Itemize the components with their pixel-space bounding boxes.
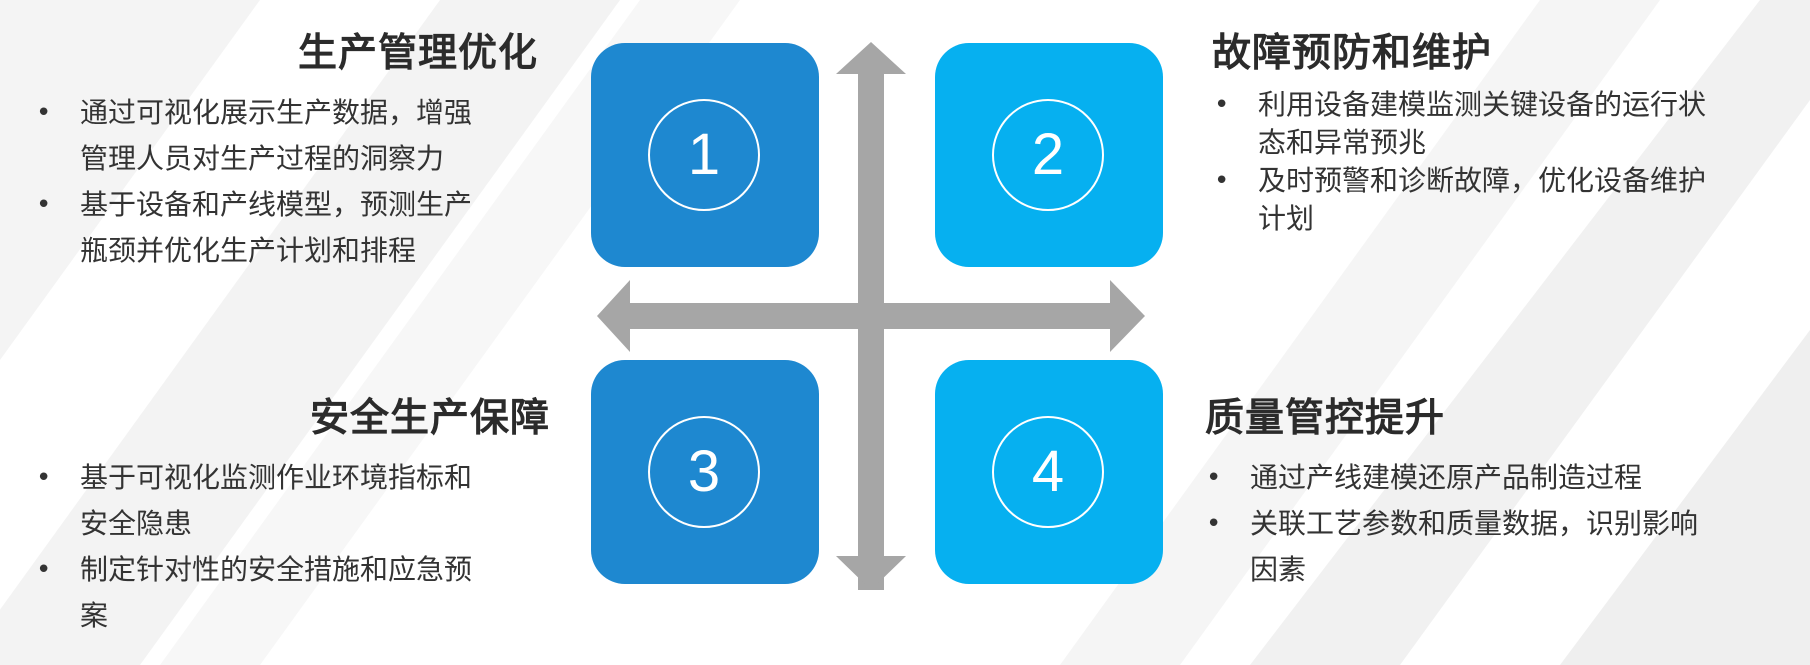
bullet-item: 及时预警和诊断故障，优化设备维护 计划 bbox=[1214, 162, 1794, 238]
bullet-item: 基于可视化监测作业环境指标和 安全隐患 bbox=[36, 455, 556, 547]
quadrant-4-bullets: 通过产线建模还原产品制造过程 关联工艺参数和质量数据，识别影响 因素 bbox=[1206, 455, 1786, 593]
tile-number: 1 bbox=[687, 122, 721, 187]
bullet-line: 案 bbox=[80, 599, 109, 632]
bullet-line: 通过可视化展示生产数据，增强 bbox=[80, 96, 473, 129]
bullet-line: 瓶颈并优化生产计划和排程 bbox=[80, 234, 417, 267]
number-ring: 4 bbox=[992, 416, 1104, 528]
bullet-item: 通过产线建模还原产品制造过程 bbox=[1206, 455, 1786, 501]
tile-3: 3 bbox=[591, 360, 819, 584]
bullet-line: 计划 bbox=[1258, 202, 1315, 235]
quadrant-3-title: 安全生产保障 bbox=[310, 396, 551, 441]
bullet-item: 关联工艺参数和质量数据，识别影响 因素 bbox=[1206, 501, 1786, 593]
vertical-arrow-shaft bbox=[858, 72, 884, 590]
bullet-line: 因素 bbox=[1250, 553, 1307, 586]
tile-2: 2 bbox=[935, 43, 1163, 267]
quadrant-4-title: 质量管控提升 bbox=[1205, 396, 1446, 441]
number-ring: 1 bbox=[648, 99, 760, 211]
quadrant-1-bullets: 通过可视化展示生产数据，增强 管理人员对生产过程的洞察力 基于设备和产线模型，预… bbox=[36, 90, 556, 274]
bullet-line: 管理人员对生产过程的洞察力 bbox=[80, 142, 445, 175]
tile-1: 1 bbox=[591, 43, 819, 267]
bullet-line: 态和异常预兆 bbox=[1258, 126, 1427, 159]
down-arrowhead bbox=[836, 556, 906, 590]
bullet-item: 基于设备和产线模型，预测生产 瓶颈并优化生产计划和排程 bbox=[36, 182, 556, 274]
quadrant-1-title: 生产管理优化 bbox=[298, 31, 539, 76]
bullet-line: 基于可视化监测作业环境指标和 bbox=[80, 461, 473, 494]
tile-4: 4 bbox=[935, 360, 1163, 584]
left-arrowhead bbox=[597, 280, 630, 352]
bullet-item: 通过可视化展示生产数据，增强 管理人员对生产过程的洞察力 bbox=[36, 90, 556, 182]
number-ring: 2 bbox=[992, 99, 1104, 211]
bullet-line: 制定针对性的安全措施和应急预 bbox=[80, 553, 473, 586]
bullet-line: 及时预警和诊断故障，优化设备维护 bbox=[1258, 164, 1707, 197]
number-ring: 3 bbox=[648, 416, 760, 528]
quadrant-2-bullets: 利用设备建模监测关键设备的运行状 态和异常预兆 及时预警和诊断故障，优化设备维护… bbox=[1214, 86, 1794, 238]
horizontal-arrow-shaft bbox=[625, 303, 1117, 329]
quadrant-3-bullets: 基于可视化监测作业环境指标和 安全隐患 制定针对性的安全措施和应急预 案 bbox=[36, 455, 556, 639]
quadrant-2-title: 故障预防和维护 bbox=[1212, 31, 1493, 76]
bullet-line: 通过产线建模还原产品制造过程 bbox=[1250, 461, 1643, 494]
bullet-item: 利用设备建模监测关键设备的运行状 态和异常预兆 bbox=[1214, 86, 1794, 162]
bullet-line: 基于设备和产线模型，预测生产 bbox=[80, 188, 473, 221]
bullet-line: 安全隐患 bbox=[80, 507, 193, 540]
tile-number: 4 bbox=[1031, 439, 1065, 504]
up-arrowhead bbox=[836, 42, 906, 74]
bullet-item: 制定针对性的安全措施和应急预 案 bbox=[36, 547, 556, 639]
tile-number: 3 bbox=[687, 439, 721, 504]
bullet-line: 关联工艺参数和质量数据，识别影响 bbox=[1250, 507, 1699, 540]
right-arrowhead bbox=[1110, 280, 1145, 352]
tile-number: 2 bbox=[1031, 122, 1065, 187]
bullet-line: 利用设备建模监测关键设备的运行状 bbox=[1258, 88, 1707, 121]
